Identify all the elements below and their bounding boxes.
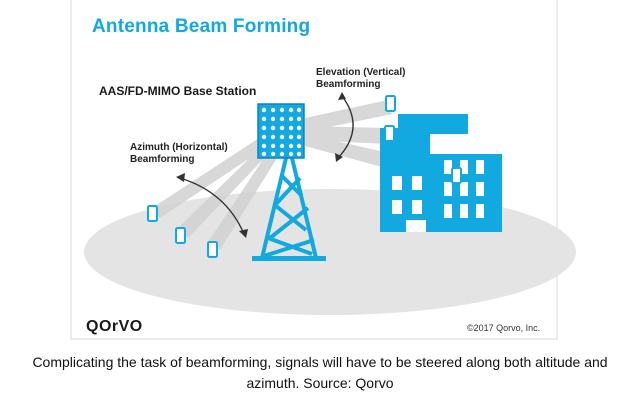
elevation-arrow [337,95,354,159]
beam-elevation-top [305,100,392,132]
figure-caption: Complicating the task of beamforming, si… [0,352,640,394]
azimuth-label: Azimuth (Horizontal) Beamforming [130,142,228,166]
arrows [179,95,354,235]
arrowheads [176,92,346,238]
building-top [398,114,468,134]
azimuth-label-line1: Azimuth (Horizontal) [130,142,228,153]
phones [147,95,462,258]
beam-azimuth-3 [208,146,282,250]
elevation-label-line2: Beamforming [316,79,381,90]
phone-icon [207,241,218,258]
diagram-title: Antenna Beam Forming [92,16,311,37]
elevation-label-line1: Elevation (Vertical) [316,67,406,78]
antenna-panel [257,103,305,159]
beam-azimuth-2 [178,142,274,238]
azimuth-arrow [179,177,245,235]
caption-line1: Complicating the task of beamforming, si… [32,354,608,370]
tower-base [252,256,326,261]
beam-azimuth-1 [152,136,268,218]
phone-icon [385,95,396,112]
copyright-text: ©2017 Qorvo, Inc. [467,323,541,333]
building [380,114,502,232]
phone-icon [147,205,158,222]
phone-icon [175,227,186,244]
elevation-label: Elevation (Vertical) Beamforming [316,67,405,91]
azimuth-label-line2: Beamforming [130,154,195,165]
caption-line2: azimuth. Source: Qorvo [246,375,394,391]
tower [260,157,318,259]
building-windows [392,160,484,232]
phone-icon [451,167,462,184]
base-station-label: AAS/FD-MIMO Base Station [99,84,257,98]
qorvo-logo: QOrVO [86,318,143,335]
phone-icon [384,125,395,142]
